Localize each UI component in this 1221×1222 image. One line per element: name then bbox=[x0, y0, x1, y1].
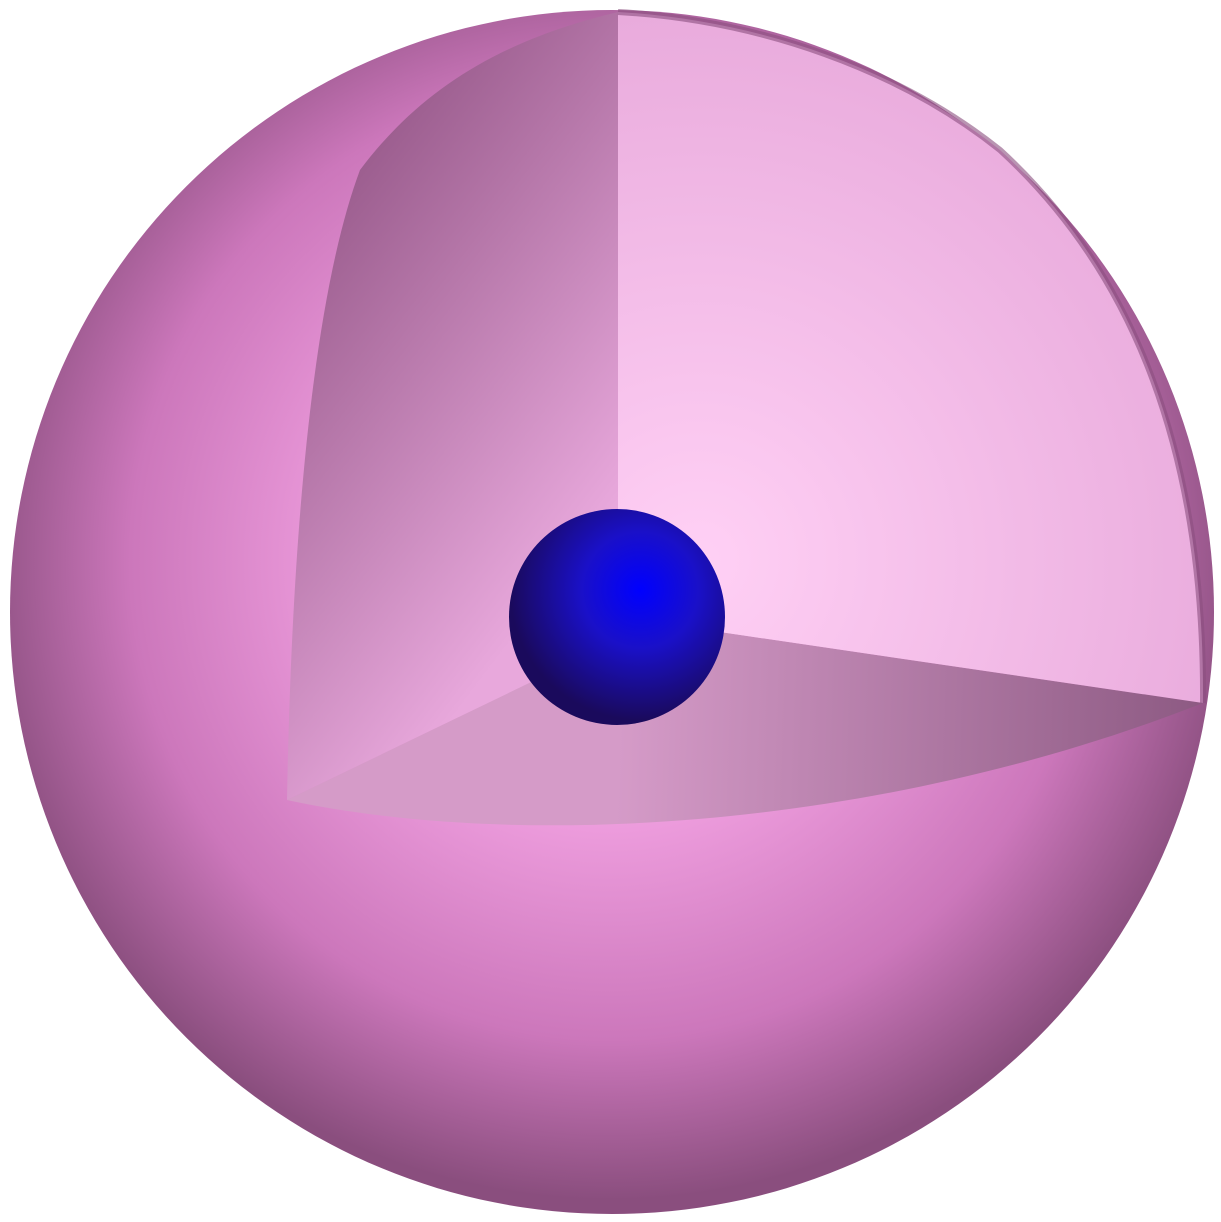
inner-core-sphere bbox=[509, 509, 725, 725]
